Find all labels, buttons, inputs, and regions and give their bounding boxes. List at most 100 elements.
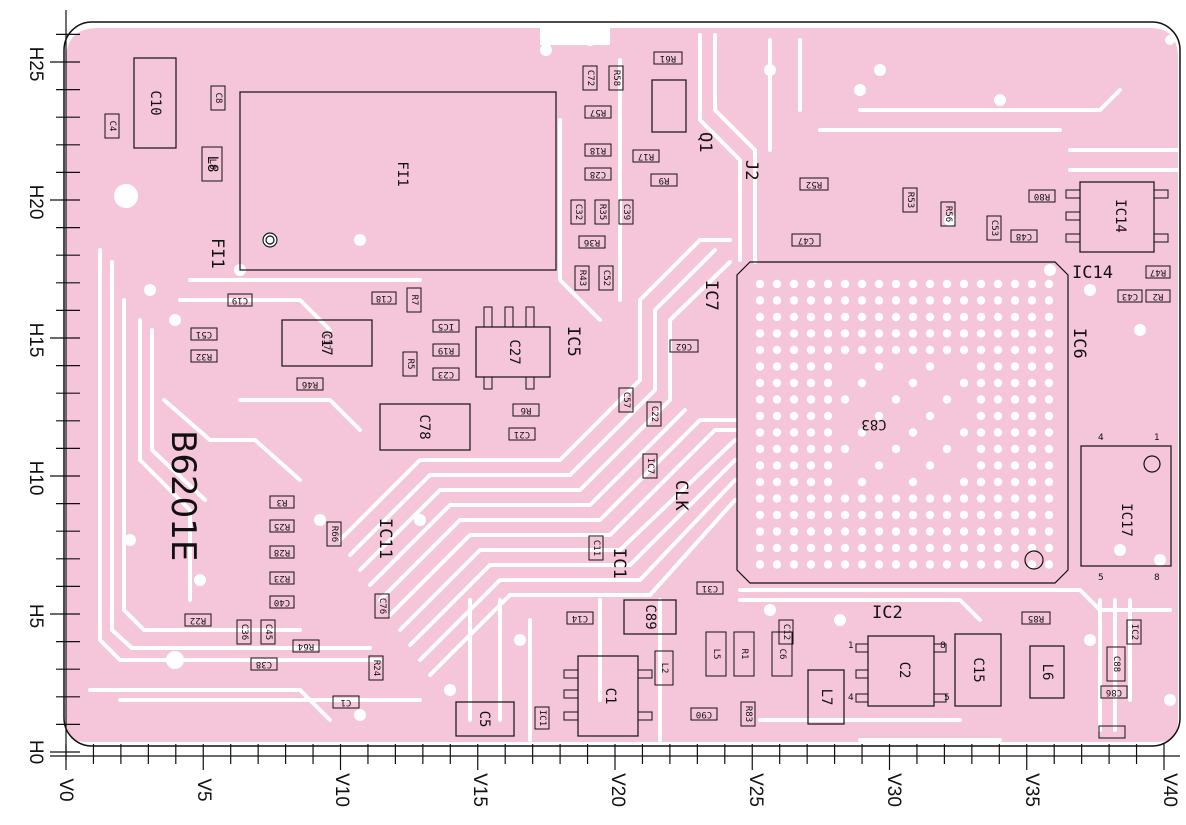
fi1-outline — [239, 91, 557, 271]
v-label-v25: V25 — [745, 773, 766, 807]
ref-label: C90 — [696, 709, 712, 719]
bga-ball — [874, 296, 884, 305]
bga-ball — [823, 329, 833, 338]
bga-ball — [789, 345, 799, 355]
ref-box — [227, 293, 253, 307]
bga-ball — [908, 477, 918, 487]
bga-ball — [823, 543, 833, 553]
bga-ball — [993, 345, 1003, 355]
board-label: B6201E — [163, 430, 203, 561]
ref-label: R57 — [590, 107, 606, 117]
ref-box — [669, 339, 699, 353]
ref-label: R1 — [739, 649, 749, 660]
h-label-h15: H15 — [25, 323, 46, 358]
part-label-l7: L7 — [818, 689, 834, 706]
bga-ball — [772, 378, 782, 388]
bga-ball — [976, 477, 986, 487]
ref-label: C28 — [590, 169, 606, 179]
ref-box — [184, 613, 212, 627]
ref-r56: R56 — [940, 201, 956, 227]
ref-c51: C51 — [190, 327, 218, 341]
ref-label: R25 — [274, 521, 290, 531]
bga-ball — [806, 444, 816, 454]
bga-ball — [1027, 444, 1037, 454]
ref-c32: C32 — [570, 199, 586, 225]
ref-c8: C8 — [210, 85, 226, 111]
bga-ball — [755, 494, 765, 503]
label-ic1: IC1 — [609, 548, 629, 579]
ref-label: C86 — [1106, 687, 1122, 697]
bga-ball — [789, 395, 799, 404]
ref-label: R36 — [584, 237, 600, 247]
bga-ball — [959, 527, 969, 536]
ref-box — [190, 327, 218, 341]
ref-c1: C1 — [332, 695, 360, 709]
ref-box — [1100, 685, 1128, 699]
v-label-v10: V10 — [331, 773, 352, 807]
bga-ball — [823, 444, 833, 454]
ref-r3: R3 — [269, 495, 295, 509]
bga-ball — [976, 543, 986, 553]
bga-ball — [993, 329, 1003, 338]
ref-c17: C17 — [321, 334, 331, 350]
ref-r61: R61 — [653, 51, 683, 65]
ref-box — [902, 187, 918, 213]
ref-r43: R43 — [574, 265, 590, 291]
ref-label: C23 — [438, 369, 454, 379]
bga-ball — [942, 444, 952, 454]
ref-box — [402, 351, 418, 377]
bga-ball — [993, 296, 1003, 305]
ref-c47: C47 — [791, 233, 821, 247]
bga-ball — [772, 560, 782, 569]
bga-ball — [823, 428, 833, 437]
bga-ball — [993, 279, 1003, 289]
bga-ball — [840, 296, 850, 305]
ref-box — [584, 105, 612, 119]
ref-label: IC2 — [1129, 624, 1139, 640]
ref-c57: C57 — [618, 387, 634, 413]
ref-box — [646, 401, 662, 427]
ref-box — [705, 631, 727, 677]
ref-c62: C62 — [669, 339, 699, 353]
ref-label: R52 — [806, 179, 822, 189]
ref-box — [654, 650, 674, 686]
ic2-pin5: 5 — [944, 693, 950, 703]
trace-clearance-layer — [88, 33, 1182, 742]
ref-box — [104, 113, 120, 139]
bga-ball — [993, 312, 1003, 322]
inner-label-ic5: C27 — [506, 339, 522, 364]
bga-ball — [1044, 312, 1054, 322]
h-label-h20: H20 — [25, 185, 46, 220]
label-j2: J2 — [741, 160, 761, 180]
bga-ball — [857, 527, 867, 536]
ref-box — [250, 657, 278, 671]
ref-c52: C52 — [598, 265, 614, 291]
v-label-v20: V20 — [607, 773, 628, 807]
bga-ball — [1027, 543, 1037, 553]
ref-box — [1117, 289, 1143, 303]
bga-ball — [993, 428, 1003, 437]
bga-ball — [840, 510, 850, 520]
ref-box — [778, 619, 794, 645]
ref-label: R5 — [405, 359, 415, 370]
bga-ball — [1027, 411, 1037, 421]
label-ic6: IC6 — [1069, 328, 1089, 359]
ref-r35: R35 — [594, 199, 610, 225]
ref-label: L8 — [207, 159, 217, 170]
ref-c38: C38 — [250, 657, 278, 671]
ref-label: R35 — [597, 204, 607, 220]
bga-ball — [976, 461, 986, 470]
label-ic5: IC5 — [563, 326, 583, 357]
bga-ball — [925, 510, 935, 520]
ref-c76: C76 — [374, 593, 390, 619]
bga-ball — [772, 345, 782, 355]
ref-c88: C88 — [1106, 646, 1126, 682]
ref-label: C6 — [777, 649, 787, 660]
bga-ball — [1010, 378, 1020, 388]
c1-outline — [455, 701, 515, 737]
bga-ball — [1010, 411, 1020, 421]
bga-ball — [1010, 395, 1020, 404]
ref-r47: R47 — [1145, 265, 1171, 279]
ref-box — [791, 233, 821, 247]
bga-ball — [1010, 329, 1020, 338]
